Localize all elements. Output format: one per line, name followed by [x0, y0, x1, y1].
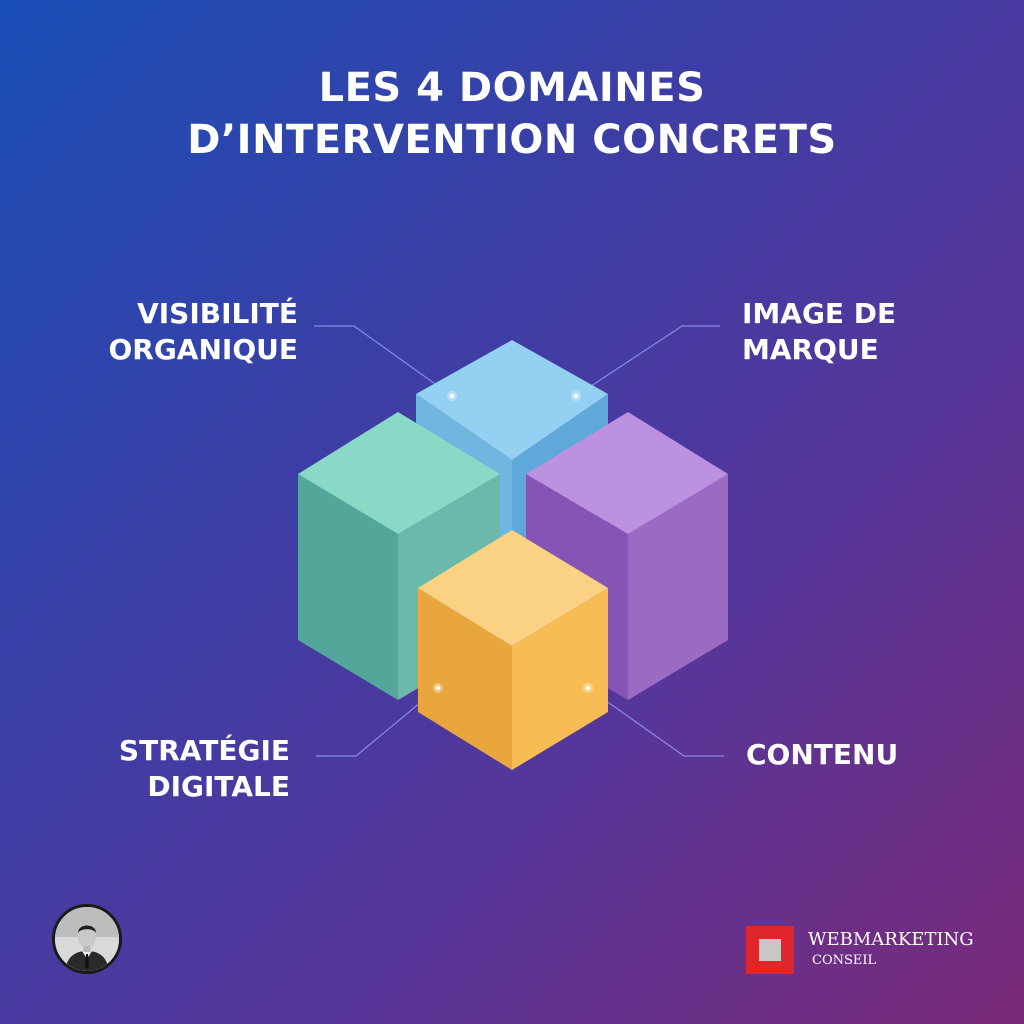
brand-logo-inner-square [759, 939, 781, 961]
cube-image-right-face [628, 474, 728, 700]
callout-dot-strategie-core [435, 685, 441, 691]
cube-strategie [418, 530, 608, 770]
title-line-2: D’INTERVENTION CONCRETS [187, 117, 837, 163]
label-strategie-digitale: STRATÉGIE DIGITALE [119, 733, 290, 805]
cube-visibilite-top-face [416, 340, 608, 460]
callout-line-strategie [316, 687, 439, 757]
brand-logo-icon [746, 926, 794, 974]
callout-dot-image-core [573, 393, 579, 399]
label-visibilite-line-2: ORGANIQUE [108, 333, 298, 366]
label-image-line-2: MARQUE [742, 333, 879, 366]
label-visibilite-organique: VISIBILITÉ ORGANIQUE [108, 296, 298, 368]
label-strategie-line-2: DIGITALE [147, 770, 290, 803]
cube-image-top-face [526, 412, 728, 534]
label-contenu: CONTENU [746, 737, 898, 773]
title-line-1: LES 4 DOMAINES [318, 65, 706, 111]
cube-strategie-left-face [418, 588, 512, 770]
cube-contenu-top-face [298, 412, 500, 534]
callout-dot-visibilite-core [449, 393, 455, 399]
person-portrait-icon [55, 907, 119, 971]
label-visibilite-line-1: VISIBILITÉ [137, 297, 298, 330]
brand-logo-block: WEBMARKETING CONSEIL [746, 926, 1006, 976]
label-contenu-line-1: CONTENU [746, 738, 899, 771]
cube-strategie-right-face [512, 588, 608, 770]
author-avatar [52, 904, 122, 974]
callout-line-image [575, 325, 720, 397]
label-strategie-line-1: STRATÉGIE [118, 734, 290, 767]
cube-contenu-left-face [298, 474, 398, 700]
page-title: LES 4 DOMAINES D’INTERVENTION CONCRETS [0, 62, 1024, 166]
callout-lines [314, 325, 724, 757]
brand-name: WEBMARKETING [808, 929, 974, 950]
brand-subtitle: CONSEIL [812, 953, 877, 968]
callout-dot-contenu-core [585, 685, 591, 691]
label-image-de-marque: IMAGE DE MARQUE [742, 296, 896, 368]
callout-dots [433, 391, 593, 693]
callout-line-visibilite [314, 325, 453, 397]
callout-line-contenu [587, 687, 724, 757]
cube-strategie-top-face [418, 530, 608, 646]
label-image-line-1: IMAGE DE [742, 297, 897, 330]
